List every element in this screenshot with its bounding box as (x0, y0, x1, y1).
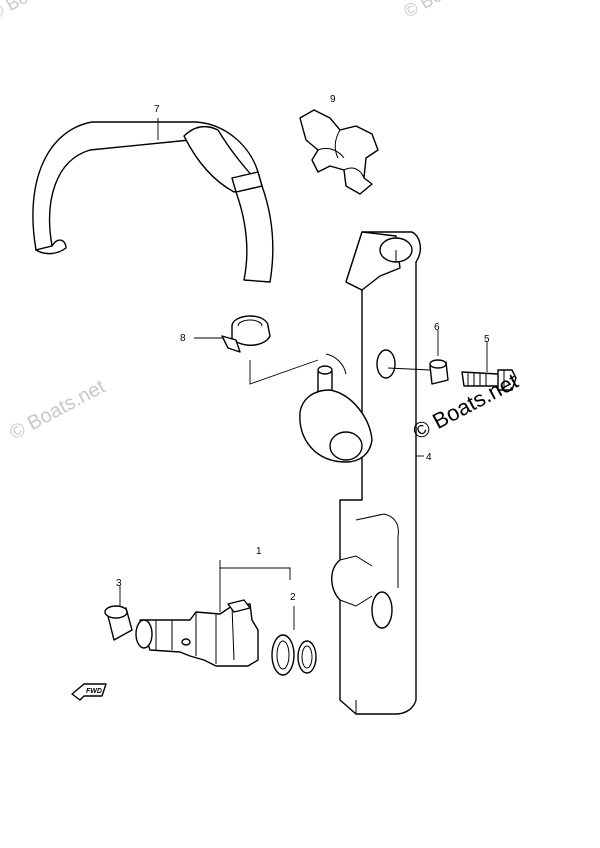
part-1-injector (135, 599, 259, 667)
callout-4: 4 (426, 452, 432, 463)
callout-7: 7 (154, 104, 160, 115)
fwd-label: FWD (86, 688, 102, 695)
rail-elbow-fitting (299, 353, 373, 463)
part-8-clip (221, 315, 271, 353)
watermark-faint-top-right: © Boats.net (400, 0, 493, 22)
callout-8: 8 (180, 333, 186, 344)
part-2-o-rings (271, 634, 317, 676)
callout-6: 6 (434, 322, 440, 333)
fwd-arrow-icon: FWD (71, 683, 107, 701)
callout-3: 3 (116, 578, 122, 589)
part-6-collar (429, 359, 449, 385)
part-9-clamp (299, 109, 379, 195)
callout-5: 5 (484, 334, 490, 345)
leader-lines (119, 118, 488, 630)
part-3-cap (104, 605, 133, 641)
watermark-faint-top-left: © Boats.net (0, 0, 79, 24)
callout-1: 1 (256, 546, 262, 557)
watermark-faint-left: © Boats.net (6, 376, 109, 445)
part-7-hose (32, 121, 274, 283)
callout-9: 9 (330, 94, 336, 105)
part-4-fuel-rail (331, 231, 422, 715)
part-5-bolt (461, 369, 517, 391)
callout-2: 2 (290, 592, 296, 603)
